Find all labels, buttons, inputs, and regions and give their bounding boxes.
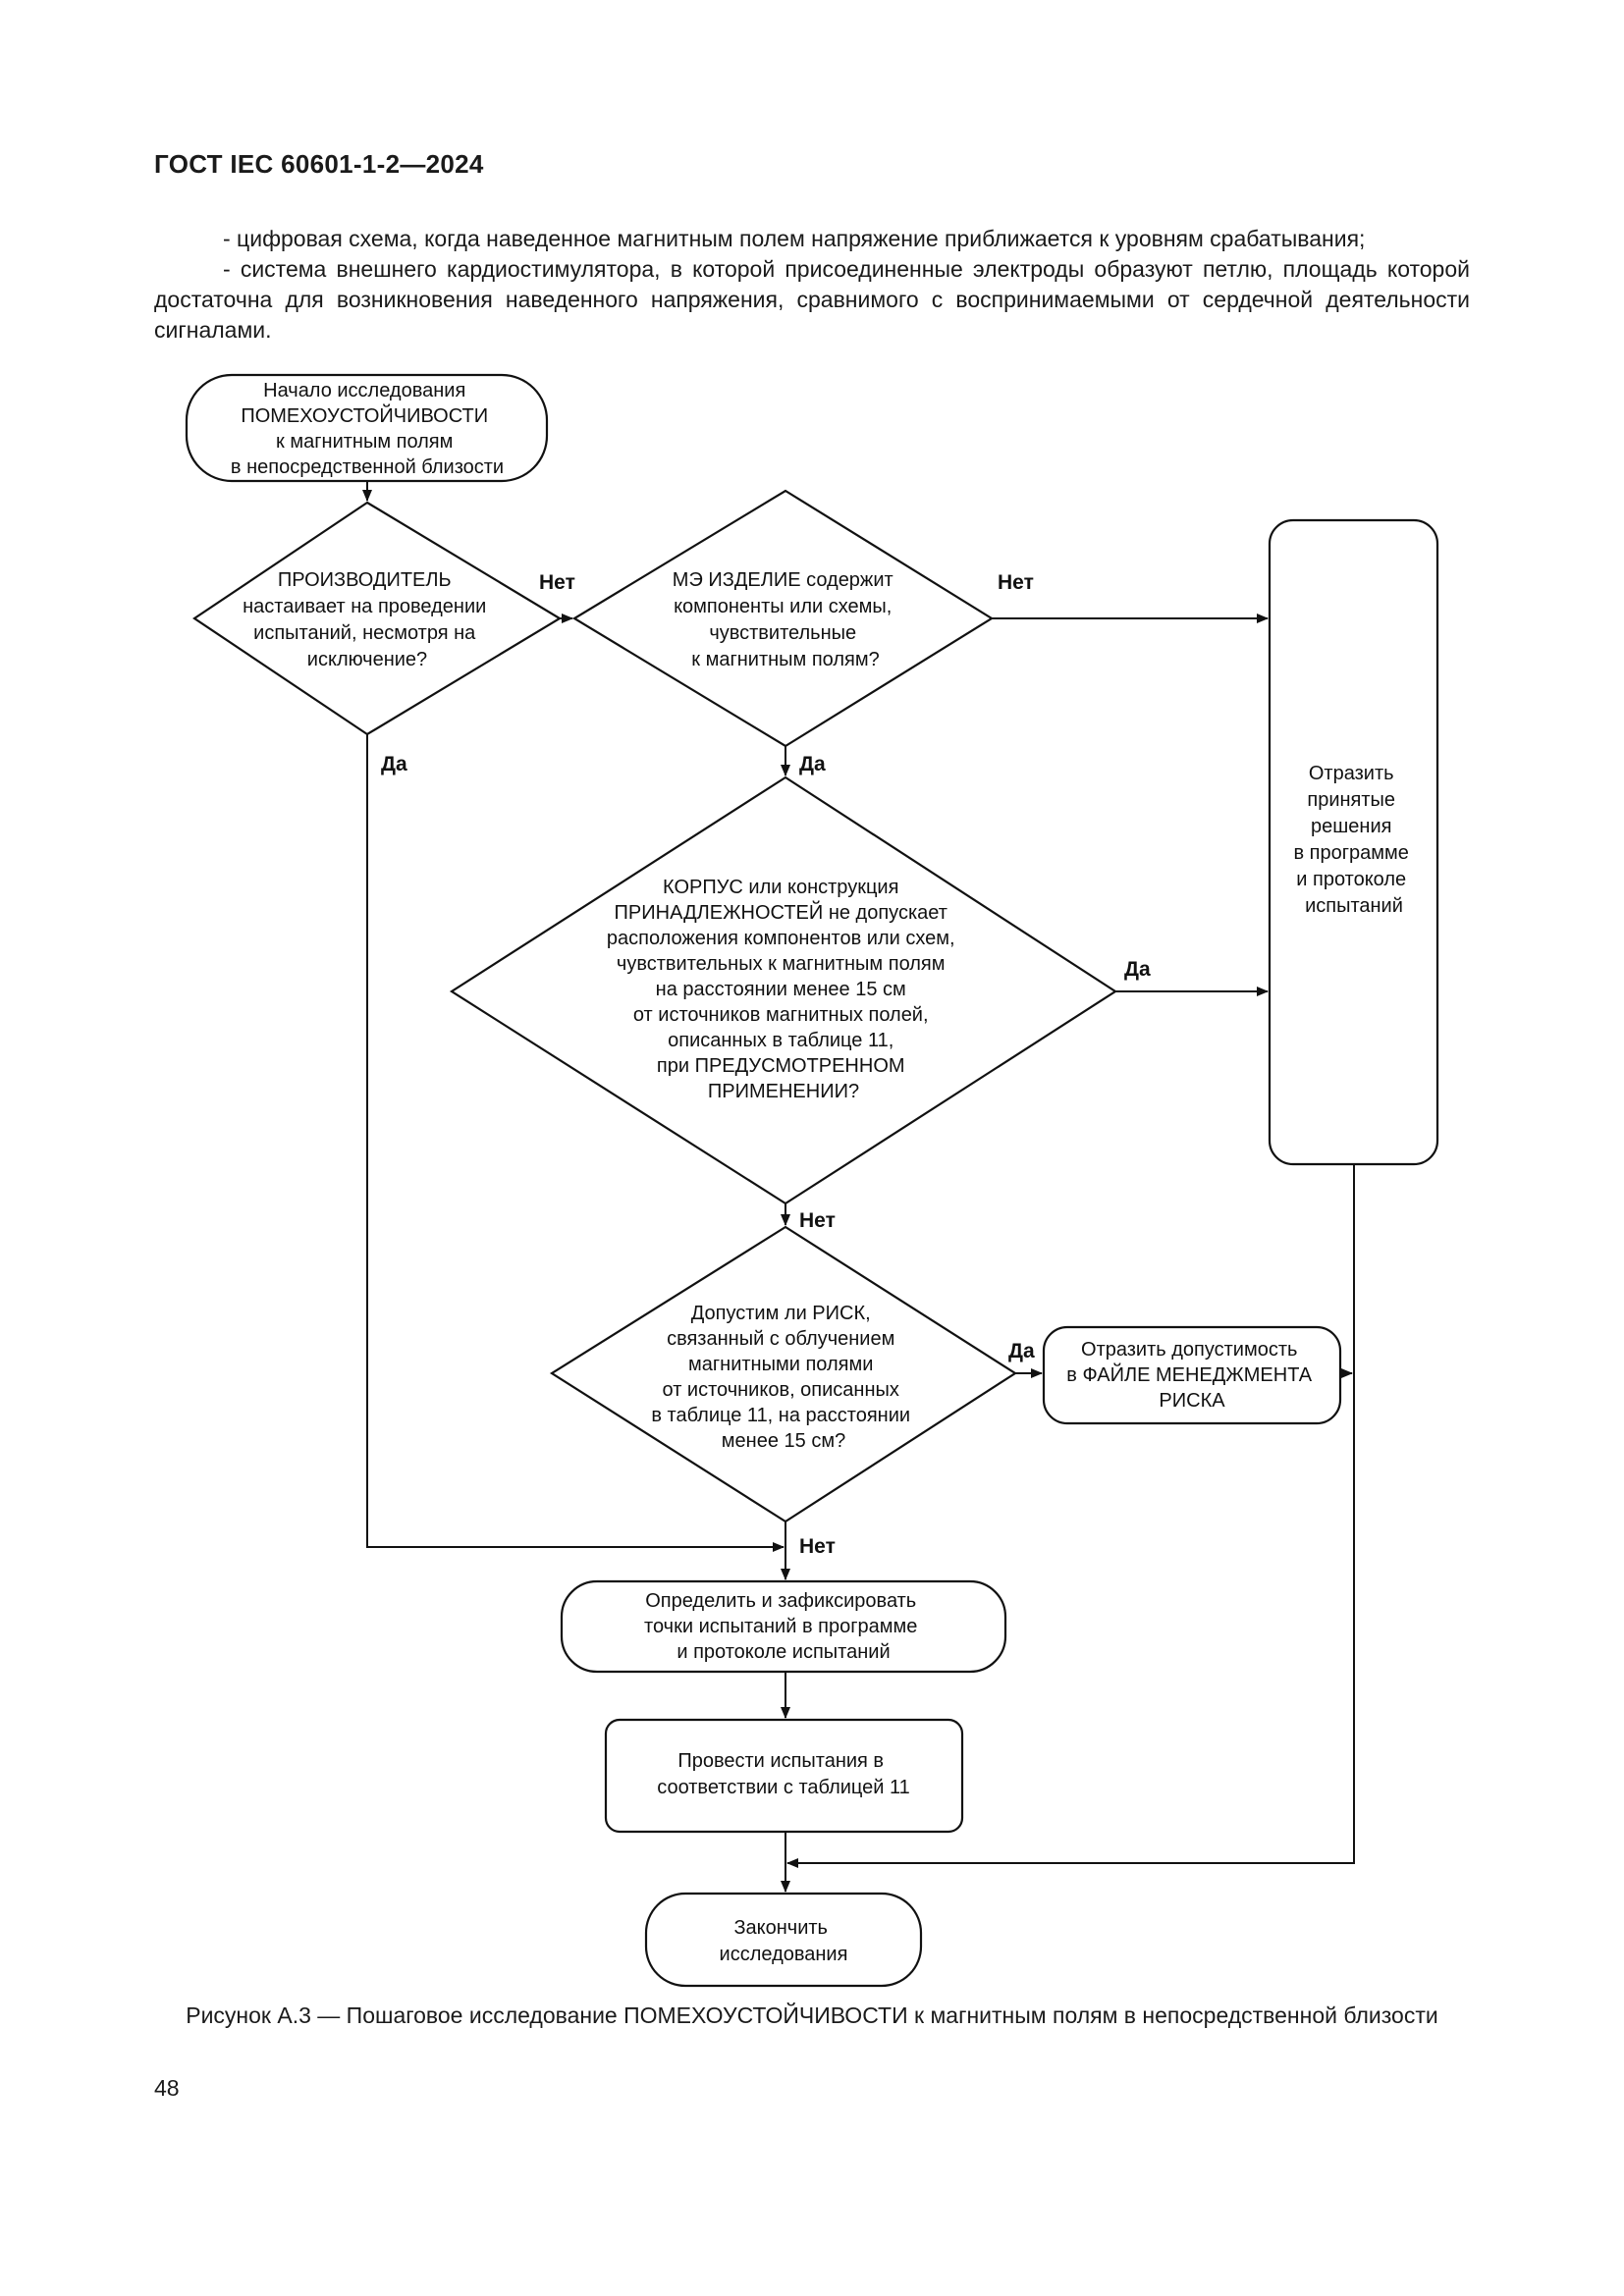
label-d3-no: Нет [799, 1209, 836, 1232]
line-reflect-to-end [786, 1164, 1355, 1868]
end-terminator [644, 1892, 923, 1988]
intro-item-pacemaker: - система внешнего кардиостимулятора, в … [154, 256, 1470, 343]
figure-caption: Рисунок А.3 — Пошаговое исследование ПОМ… [186, 2002, 1438, 2028]
define-points-box [560, 1579, 1007, 1674]
decision-manufacturer [192, 501, 563, 736]
decision-manufacturer-text: ПРОИЗВОДИТЕЛЬ настаивает на проведении и… [243, 569, 492, 670]
arrow-d1-yes [366, 734, 785, 1552]
label-d3-yes: Да [1124, 958, 1151, 981]
decision-me-equipment [571, 489, 995, 748]
label-d2-no: Нет [998, 571, 1034, 594]
reflect-decisions-text: Отразить принятые решения в программе и … [1294, 763, 1415, 917]
define-points-text: Определить и зафиксировать точки испытан… [644, 1590, 923, 1663]
intro-text: - цифровая схема, когда наведенное магни… [154, 224, 1470, 346]
conduct-tests-box [604, 1718, 964, 1834]
decision-enclosure-text: КОРПУС или конструкция ПРИНАДЛЕЖНОСТЕЙ н… [607, 877, 960, 1102]
document-header: ГОСТ IEC 60601-1-2—2024 [154, 149, 484, 179]
decision-me-equipment-text: МЭ ИЗДЕЛИЕ содержит компоненты или схемы… [673, 569, 898, 670]
label-d1-no: Нет [539, 571, 575, 594]
label-d2-yes: Да [799, 753, 826, 775]
reflect-risk-box [1042, 1325, 1342, 1425]
intro-item-digital-circuit: - цифровая схема, когда наведенное магни… [223, 226, 1366, 251]
label-d1-yes: Да [381, 753, 407, 775]
conduct-tests-text: Провести испытания в соответствии с табл… [657, 1750, 910, 1798]
label-d4-no: Нет [799, 1535, 836, 1558]
page-number: 48 [154, 2075, 180, 2101]
decision-risk-text: Допустим ли РИСК, связанный с облучением… [651, 1303, 915, 1452]
start-text: Начало исследования ПОМЕХОУСТОЙЧИВОСТИ к… [231, 380, 504, 478]
label-d4-yes: Да [1008, 1340, 1035, 1362]
reflect-risk-text: Отразить допустимость в ФАЙЛЕ МЕНЕДЖМЕНТ… [1066, 1339, 1317, 1412]
end-text: Закончить исследования [720, 1917, 848, 1965]
